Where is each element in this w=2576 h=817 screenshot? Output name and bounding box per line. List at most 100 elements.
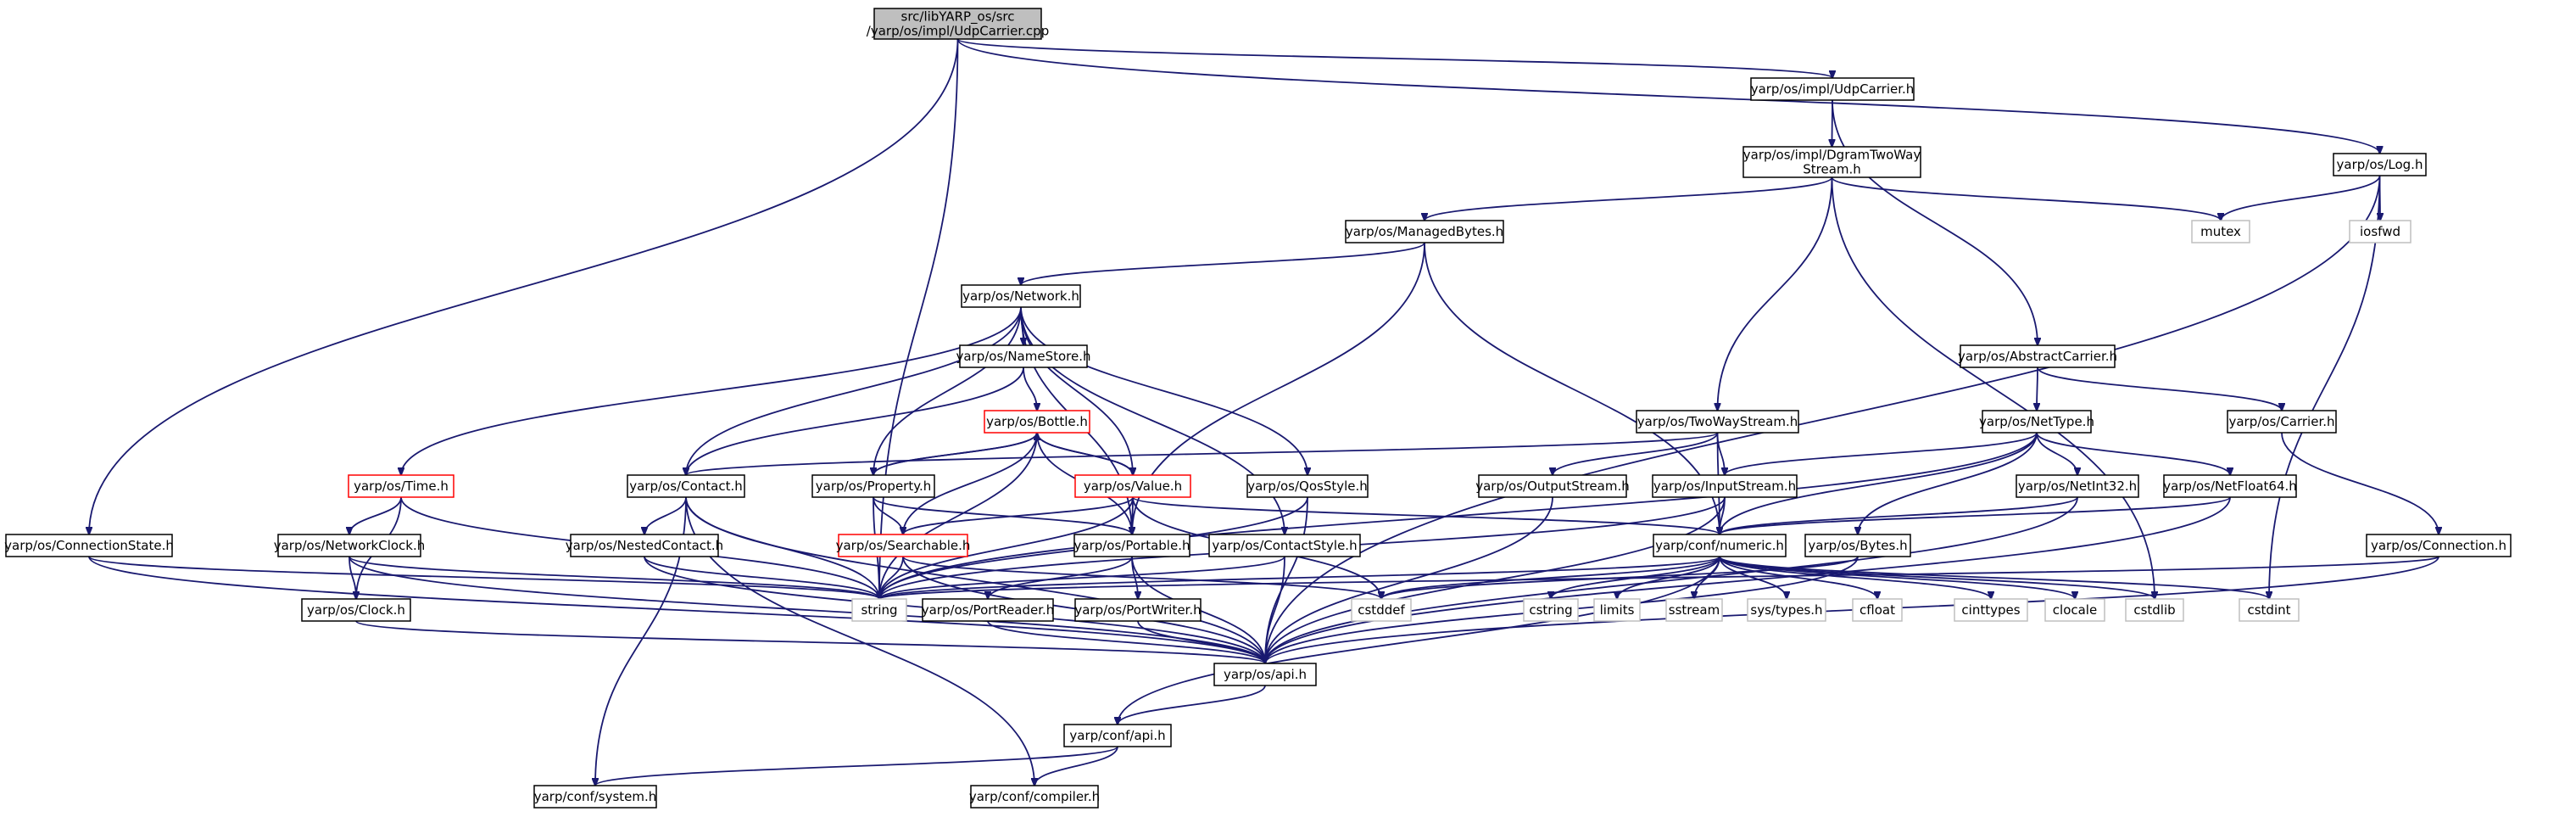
node-label: iosfwd <box>2360 224 2400 239</box>
node-label: yarp/os/Contact.h <box>629 478 743 494</box>
node-box <box>1063 724 1172 747</box>
node-label: src/libYARP_os/src <box>901 9 1015 25</box>
node-cstddef: cstddef <box>1351 598 1412 622</box>
node-box <box>277 534 421 557</box>
node-netint32[interactable]: yarp/os/NetInt32.h <box>2016 474 2139 498</box>
node-portreader[interactable]: yarp/os/PortReader.h <box>922 598 1055 622</box>
node-searchable[interactable]: yarp/os/Searchable.h <box>836 534 971 557</box>
edge-dgram-to-mutex <box>1831 176 2222 221</box>
edge-contact-to-osapi <box>685 496 1265 663</box>
edge-bottle-to-string <box>879 432 1038 599</box>
node-network[interactable]: yarp/os/Network.h <box>961 284 1081 308</box>
node-box <box>1074 474 1191 498</box>
node-qosstyle[interactable]: yarp/os/QosStyle.h <box>1246 474 1369 498</box>
node-limits: limits <box>1593 598 1641 622</box>
node-portwriter[interactable]: yarp/os/PortWriter.h <box>1074 598 1202 622</box>
node-namestore[interactable]: yarp/os/NameStore.h <box>956 344 1091 368</box>
node-box <box>838 534 968 557</box>
node-box <box>1351 598 1412 622</box>
edge-confapi-to-system <box>595 746 1118 786</box>
node-box <box>627 474 745 498</box>
node-time[interactable]: yarp/os/Time.h <box>348 474 454 498</box>
edge-numeric-to-cfloat <box>1719 556 1877 599</box>
node-label: yarp/os/impl/UdpCarrier.h <box>1751 81 1915 97</box>
edge-netint32-to-osapi <box>1265 496 2078 663</box>
edge-dgram-to-twowaystream <box>1718 176 1833 411</box>
edge-confapi-to-compiler <box>1034 746 1118 786</box>
node-connectionstate[interactable]: yarp/os/ConnectionState.h <box>4 534 174 557</box>
edge-udpcarrier-to-abstractcarrier <box>1832 99 2038 345</box>
node-box <box>1960 344 2116 368</box>
node-box <box>2163 474 2297 498</box>
node-box <box>2366 534 2512 557</box>
node-carrier[interactable]: yarp/os/Carrier.h <box>2227 410 2337 434</box>
node-label: yarp/conf/api.h <box>1069 728 1165 743</box>
node-twowaystream[interactable]: yarp/os/TwoWayStream.h <box>1636 410 1799 434</box>
node-label: yarp/os/Time.h <box>354 478 449 494</box>
node-label: yarp/os/Connection.h <box>2371 538 2506 553</box>
edge-numeric-to-cstdint <box>1719 556 2269 599</box>
node-property[interactable]: yarp/os/Property.h <box>811 474 935 498</box>
node-bytes[interactable]: yarp/os/Bytes.h <box>1804 534 1911 557</box>
node-contactstyle[interactable]: yarp/os/ContactStyle.h <box>1208 534 1361 557</box>
node-label: yarp/os/InputStream.h <box>1653 478 1796 494</box>
node-box <box>2333 153 2427 176</box>
edge-contact-to-nestedcontact <box>644 496 687 534</box>
node-label: yarp/os/Bytes.h <box>1808 538 1907 553</box>
node-nettype[interactable]: yarp/os/NetType.h <box>1979 410 2094 434</box>
node-osapi[interactable]: yarp/os/api.h <box>1213 663 1317 686</box>
node-string: string <box>851 598 907 622</box>
node-box <box>1852 598 1903 622</box>
node-value[interactable]: yarp/os/Value.h <box>1074 474 1191 498</box>
node-box <box>348 474 454 498</box>
node-udpcarrier[interactable]: yarp/os/impl/UdpCarrier.h <box>1750 77 1915 101</box>
edge-network-to-time <box>401 306 1022 475</box>
node-label: cstddef <box>1358 602 1405 618</box>
edge-contactstyle-to-string <box>879 556 1285 599</box>
edge-dgram-to-managedbytes <box>1425 176 1833 221</box>
node-managedbytes[interactable]: yarp/os/ManagedBytes.h <box>1345 220 1504 243</box>
node-compiler[interactable]: yarp/conf/compiler.h <box>969 785 1100 809</box>
node-cinttypes: cinttypes <box>1954 598 2028 622</box>
node-nestedcontact[interactable]: yarp/os/NestedContact.h <box>566 534 723 557</box>
node-portable[interactable]: yarp/os/Portable.h <box>1073 534 1190 557</box>
node-label: yarp/conf/numeric.h <box>1655 538 1784 553</box>
node-netfloat64[interactable]: yarp/os/NetFloat64.h <box>2163 474 2297 498</box>
node-box <box>959 344 1088 368</box>
node-contact[interactable]: yarp/os/Contact.h <box>627 474 745 498</box>
node-outputstream[interactable]: yarp/os/OutputStream.h <box>1475 474 1630 498</box>
node-box <box>1954 598 2028 622</box>
node-box <box>1074 598 1202 622</box>
node-box <box>1742 146 1921 178</box>
node-label: yarp/os/PortWriter.h <box>1074 602 1201 618</box>
node-label: yarp/os/NestedContact.h <box>566 538 723 553</box>
node-networkclock[interactable]: yarp/os/NetworkClock.h <box>274 534 426 557</box>
edge-value-to-string <box>879 496 1134 599</box>
node-box <box>961 284 1081 308</box>
node-inputstream[interactable]: yarp/os/InputStream.h <box>1652 474 1798 498</box>
edge-property-to-searchable <box>873 496 903 534</box>
node-label: yarp/os/OutputStream.h <box>1475 478 1630 494</box>
edge-namestore-to-contact <box>686 367 1024 475</box>
edge-connection-to-osapi <box>1265 556 2439 663</box>
node-connection[interactable]: yarp/os/Connection.h <box>2366 534 2512 557</box>
node-box <box>1982 410 2092 434</box>
edge-root-to-log <box>956 38 2380 154</box>
node-box <box>1653 534 1787 557</box>
node-confapi[interactable]: yarp/conf/api.h <box>1063 724 1172 747</box>
node-box <box>2016 474 2139 498</box>
node-system[interactable]: yarp/conf/system.h <box>533 785 657 809</box>
edge-networkclock-to-string <box>348 556 879 599</box>
node-numeric[interactable]: yarp/conf/numeric.h <box>1653 534 1787 557</box>
edge-namestore-to-bottle <box>1023 367 1037 411</box>
node-root[interactable]: src/libYARP_os/src/yarp/os/impl/UdpCarri… <box>867 8 1049 40</box>
node-log[interactable]: yarp/os/Log.h <box>2333 153 2427 176</box>
node-abstractcarrier[interactable]: yarp/os/AbstractCarrier.h <box>1958 344 2117 368</box>
edge-clock-to-osapi <box>355 620 1265 663</box>
node-label: yarp/os/api.h <box>1224 667 1307 682</box>
node-label: cstring <box>1529 602 1572 618</box>
edge-network-to-value <box>1020 306 1133 475</box>
node-bottle[interactable]: yarp/os/Bottle.h <box>984 410 1090 434</box>
node-clock[interactable]: yarp/os/Clock.h <box>301 598 411 622</box>
